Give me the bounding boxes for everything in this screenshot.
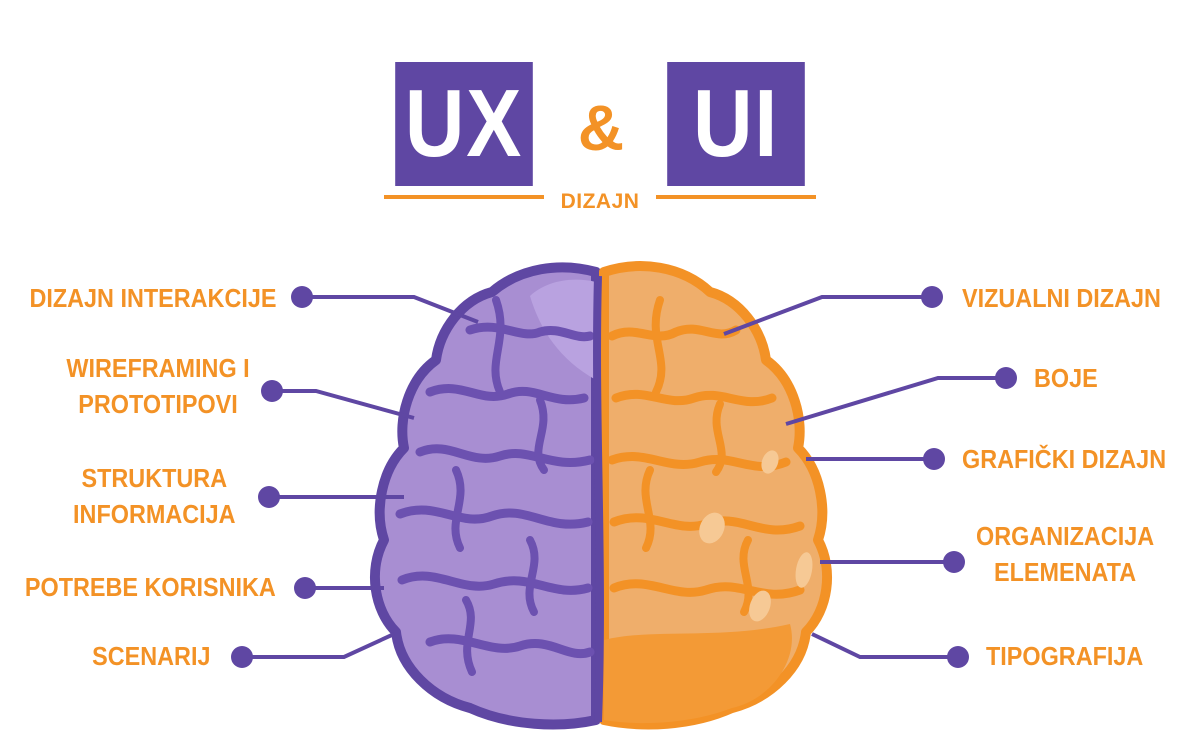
label-struktura-informacija: STRUKTURA INFORMACIJA — [73, 463, 236, 529]
label-dizajn-interakcije: DIZAJN INTERAKCIJE — [28, 283, 276, 313]
connector-dot-icon — [947, 646, 969, 668]
label-boje: BOJE — [1034, 363, 1098, 393]
connector-dot-icon — [291, 286, 313, 308]
connector-dot-icon — [231, 646, 253, 668]
label-graficki-dizajn: GRAFIČKI DIZAJN — [962, 444, 1167, 474]
brain-right-hemisphere — [599, 261, 833, 730]
connector-dot-icon — [921, 286, 943, 308]
brain-divider — [593, 275, 604, 723]
title-underline-right — [656, 195, 816, 199]
right-connectors — [723, 286, 1017, 668]
label-tipografija: TIPOGRAFIJA — [986, 641, 1144, 671]
subtitle: DIZAJN — [560, 190, 640, 213]
connector-dot-icon — [943, 551, 965, 573]
brain-left-hemisphere — [369, 262, 601, 730]
label-scenarij: SCENARIJ — [91, 641, 210, 671]
ux-title-text: UX — [404, 70, 524, 177]
connector-dot-icon — [923, 448, 945, 470]
connector-dot-icon — [995, 367, 1017, 389]
ui-title-box: UI — [667, 62, 805, 186]
ui-title-text: UI — [693, 70, 779, 177]
label-vizualni-dizajn: VIZUALNI DIZAJN — [962, 283, 1161, 313]
connector-dot-icon — [258, 486, 280, 508]
connector-dot-icon — [294, 577, 316, 599]
left-connectors — [231, 286, 479, 668]
connector-dot-icon — [261, 380, 283, 402]
ampersand: & — [577, 92, 625, 164]
label-wireframing: WIREFRAMING I PROTOTIPOVI — [66, 353, 250, 419]
title-underline-left — [384, 195, 544, 199]
label-potrebe-korisnika: POTREBE KORISNIKA — [25, 572, 276, 602]
ux-title-box: UX — [395, 62, 533, 186]
label-organizacija-elemenata: ORGANIZACIJA ELEMENATA — [976, 521, 1155, 587]
